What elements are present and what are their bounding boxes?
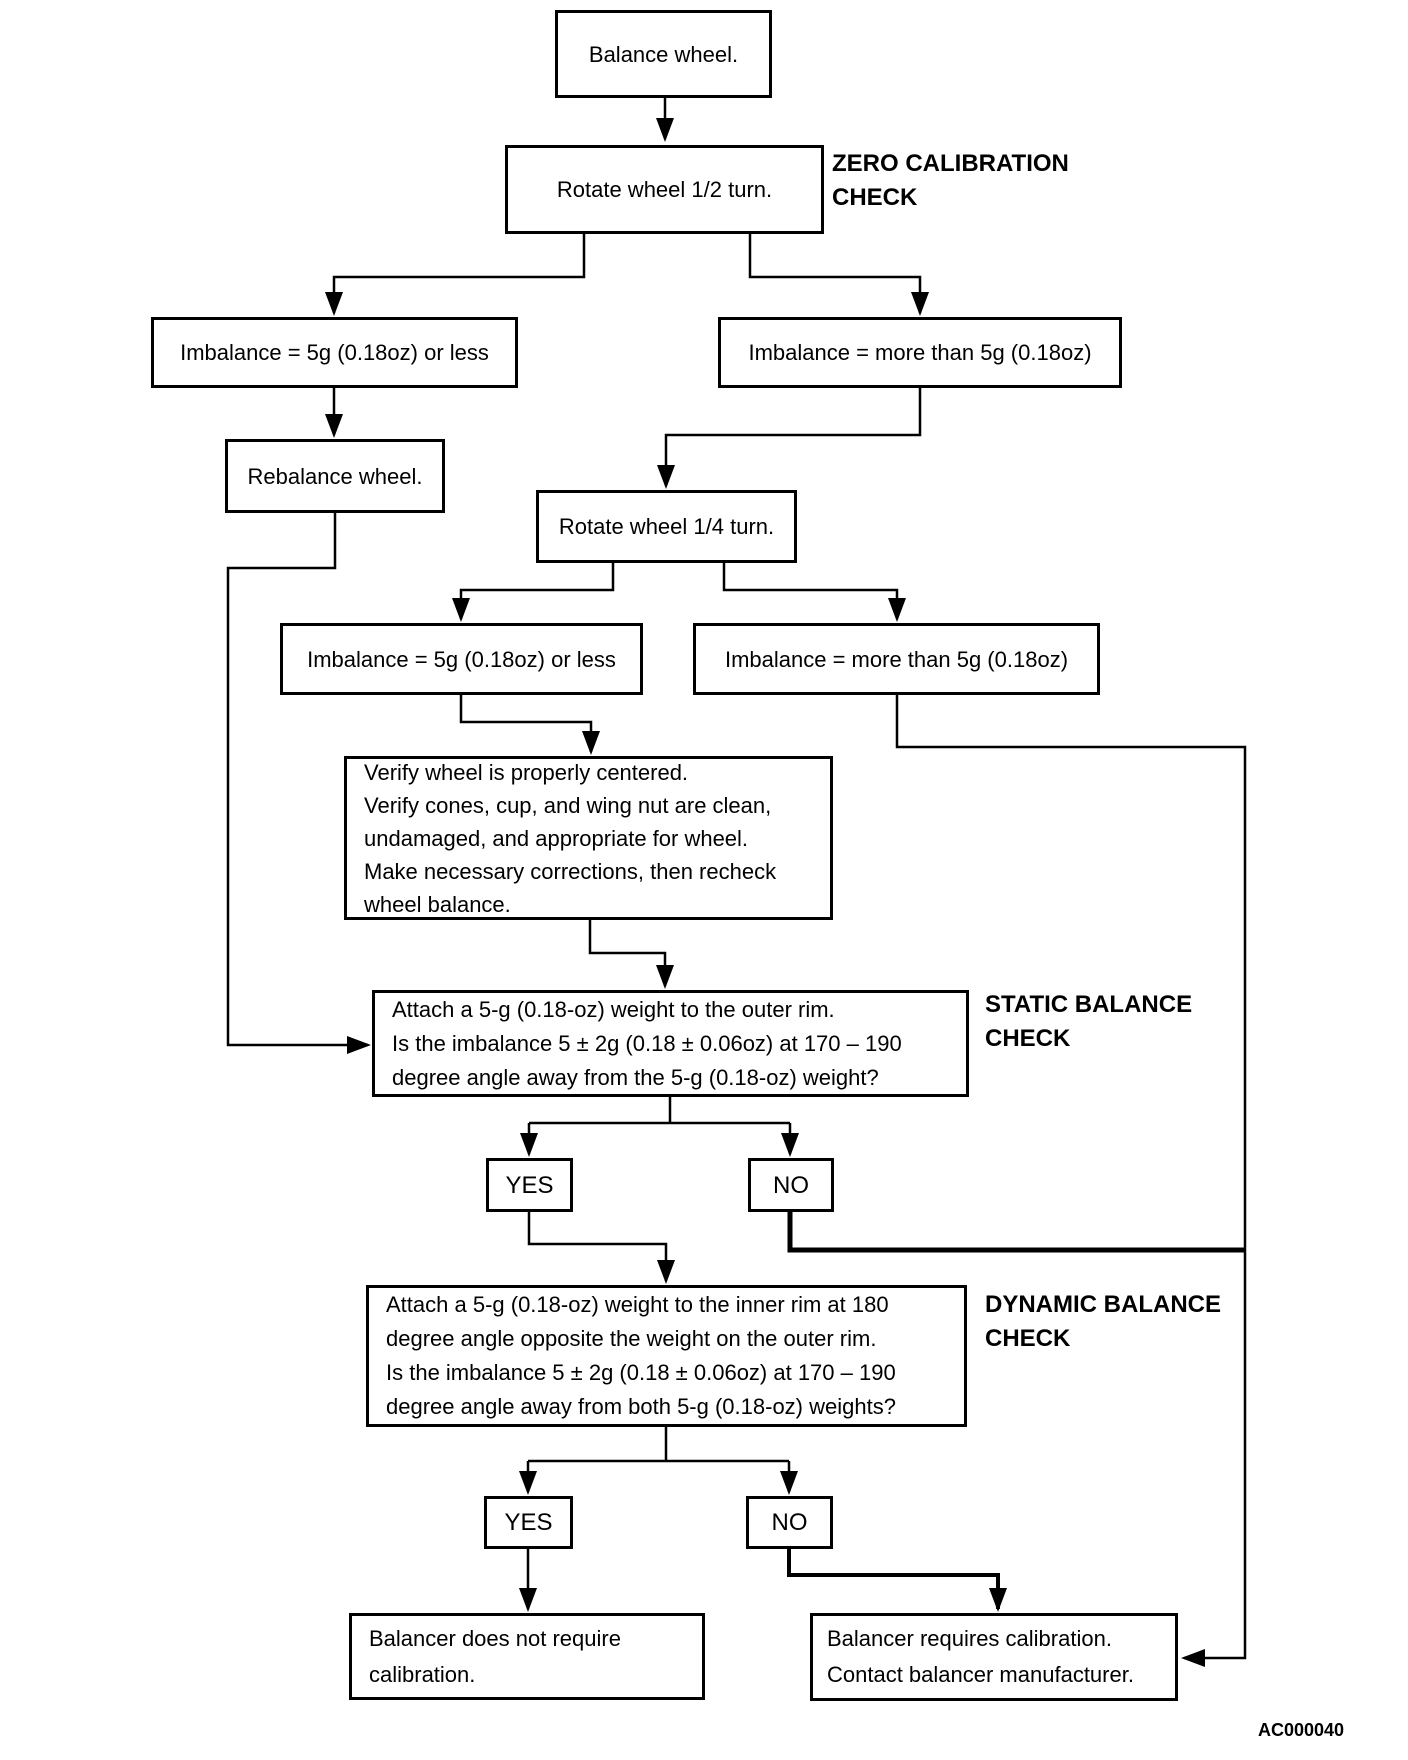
connector-rotatequarter-to-more2 (722, 563, 906, 622)
node-text: Imbalance = 5g (0.18oz) or less (180, 340, 489, 365)
node-dynamic-balance-question: Attach a 5-g (0.18-oz) weight to the inn… (366, 1285, 967, 1427)
node-no-dynamic: NO (746, 1496, 833, 1549)
node-text: NO (773, 1171, 809, 1199)
section-label-zero-calibration-check: ZERO CALIBRATION CHECK (832, 147, 1069, 215)
node-text: Make necessary corrections, then recheck (364, 858, 777, 884)
node-text: Rebalance wheel. (247, 463, 423, 489)
section-label-line: CHECK (832, 184, 918, 211)
node-text: Imbalance = more than 5g (0.18oz) (748, 340, 1092, 365)
node-text: Is the imbalance 5 ± 2g (0.18 ± 0.06oz) … (392, 1030, 902, 1056)
node-rebalance-wheel: Rebalance wheel. (225, 439, 445, 513)
section-label-line: CHECK (985, 1025, 1071, 1052)
connector-rotatequarter-to-less2 (452, 563, 615, 622)
section-label-line: ZERO CALIBRATION (832, 150, 1069, 177)
node-imbalance-5g-or-less-2: Imbalance = 5g (0.18oz) or less (280, 623, 643, 695)
connector-static-split-stem (529, 1097, 790, 1125)
node-rotate-wheel-quarter-turn: Rotate wheel 1/4 turn. (536, 490, 797, 563)
node-text: Verify cones, cup, and wing nut are clea… (364, 792, 772, 818)
node-yes-static: YES (486, 1158, 573, 1212)
node-text: degree angle opposite the weight on the … (386, 1326, 877, 1351)
node-text: Verify wheel is properly centered. (364, 759, 689, 785)
node-imbalance-more-than-5g-1: Imbalance = more than 5g (0.18oz) (718, 317, 1122, 388)
section-label-dynamic-balance-check: DYNAMIC BALANCE CHECK (985, 1288, 1221, 1356)
node-text: Rotate wheel 1/2 turn. (556, 177, 773, 202)
node-balancer-requires-calibration: Balancer requires calibration. Contact b… (810, 1613, 1178, 1701)
node-text: Rotate wheel 1/4 turn. (558, 514, 775, 539)
node-text: undamaged, and appropriate for wheel. (364, 825, 749, 851)
connector-rebalance-feedback-to-static (226, 513, 371, 1054)
section-label-line: CHECK (985, 1325, 1071, 1352)
node-verify-wheel-centered: Verify wheel is properly centered. Verif… (344, 756, 833, 920)
node-rotate-wheel-half-turn: Rotate wheel 1/2 turn. (505, 145, 824, 234)
connector-more2-feedback-to-requires (895, 695, 1247, 1667)
node-text: Is the imbalance 5 ± 2g (0.18 ± 0.06oz) … (386, 1360, 896, 1385)
node-text: degree angle away from the 5-g (0.18-oz)… (392, 1064, 879, 1090)
section-label-line: STATIC BALANCE (985, 991, 1193, 1018)
connector-more1-to-rotatequarter (657, 388, 922, 489)
node-imbalance-more-than-5g-2: Imbalance = more than 5g (0.18oz) (693, 623, 1100, 695)
node-text: Contact balancer manufacturer. (827, 1662, 1134, 1687)
connector-dynamic-split-stem (528, 1427, 789, 1463)
node-text: YES (504, 1509, 553, 1536)
node-balance-wheel: Balance wheel. (555, 10, 772, 98)
node-yes-dynamic: YES (484, 1496, 573, 1549)
connector-yes1-to-dynamic (527, 1212, 675, 1284)
section-label-line: DYNAMIC BALANCE (985, 1291, 1221, 1318)
node-text: Imbalance = 5g (0.18oz) or less (307, 646, 616, 672)
node-balancer-no-calibration: Balancer does not require calibration. (349, 1613, 705, 1700)
section-label-static-balance-check: STATIC BALANCE CHECK (985, 988, 1192, 1056)
figure-code: AC000040 (1258, 1720, 1345, 1740)
node-text: Balancer requires calibration. (827, 1626, 1112, 1651)
connector-less2-to-verify (459, 695, 600, 755)
node-imbalance-5g-or-less-1: Imbalance = 5g (0.18oz) or less (151, 317, 518, 388)
node-text: calibration. (369, 1661, 476, 1687)
connector-rotatehalf-to-more1 (748, 234, 929, 316)
node-text: Balance wheel. (588, 41, 739, 67)
connector-verify-to-static (588, 920, 674, 989)
node-text: NO (771, 1509, 808, 1536)
node-text: wheel balance. (364, 891, 511, 917)
connector-no2-to-requires (787, 1549, 1007, 1612)
connector-no1-to-rightline (787, 1212, 1245, 1253)
node-text: Attach a 5-g (0.18-oz) weight to the out… (392, 996, 835, 1022)
node-static-balance-question: Attach a 5-g (0.18-oz) weight to the out… (372, 990, 969, 1097)
node-text: degree angle away from both 5-g (0.18-oz… (386, 1394, 896, 1419)
node-text: YES (505, 1171, 554, 1199)
connector-rotatehalf-to-less1 (325, 234, 586, 316)
node-text: Balancer does not require (369, 1625, 621, 1651)
node-no-static: NO (748, 1158, 834, 1212)
node-text: Attach a 5-g (0.18-oz) weight to the inn… (386, 1292, 889, 1317)
node-text: Imbalance = more than 5g (0.18oz) (724, 646, 1069, 672)
